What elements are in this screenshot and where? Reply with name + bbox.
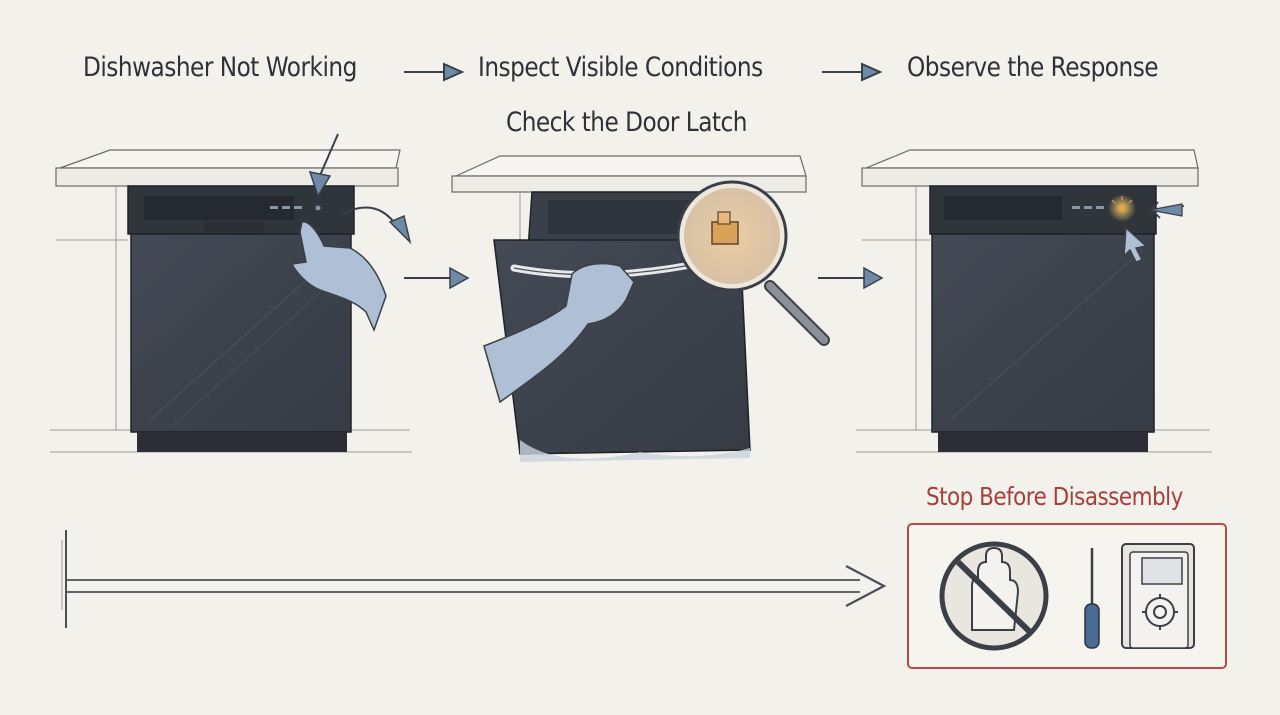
scene-observe-response: [856, 149, 1212, 453]
hand-pressing-icon: [290, 221, 387, 333]
flow-arrow-1: [404, 62, 465, 82]
no-hand-icon: [939, 541, 1049, 651]
screwdriver-icon: [1084, 548, 1100, 649]
control-panel-icon: [1121, 543, 1195, 649]
step-label-observe-response: Observe the Response: [907, 52, 1159, 83]
step-label-inspect-visible-conditions: Inspect Visible Conditions: [478, 52, 763, 83]
step-label-check-door-latch: Check the Door Latch: [506, 107, 747, 138]
stop-before-disassembly-label: Stop Before Disassembly: [926, 482, 1183, 511]
flow-arrow-2: [822, 62, 883, 82]
scene-dishwasher-closed: [50, 133, 470, 453]
scene-door-latch-check: [451, 155, 884, 462]
stop-before-disassembly-box: [907, 523, 1227, 669]
step-label-dishwasher-not-working: Dishwasher Not Working: [83, 52, 357, 83]
timeline-arrow: [61, 530, 887, 628]
magnifier-icon: [676, 180, 830, 346]
